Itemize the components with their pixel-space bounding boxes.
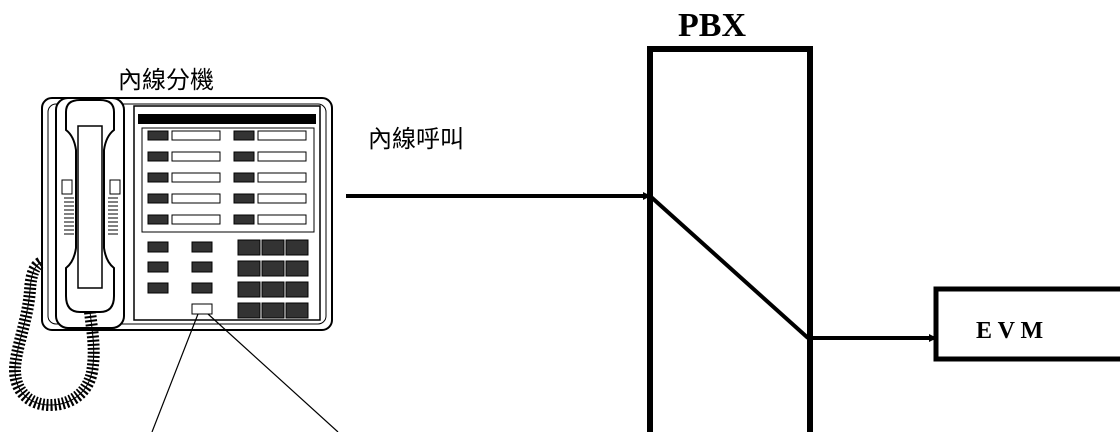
desk-phone-icon xyxy=(8,97,333,412)
phone-label: 內線分機 xyxy=(118,66,214,94)
call-label: 內線呼叫 xyxy=(368,125,464,153)
callout-lines xyxy=(151,313,339,433)
evm-label: E V M xyxy=(976,318,1044,344)
evm-box xyxy=(933,286,1120,362)
pbx-label: PBX xyxy=(678,7,746,44)
pbx-box xyxy=(647,46,813,437)
